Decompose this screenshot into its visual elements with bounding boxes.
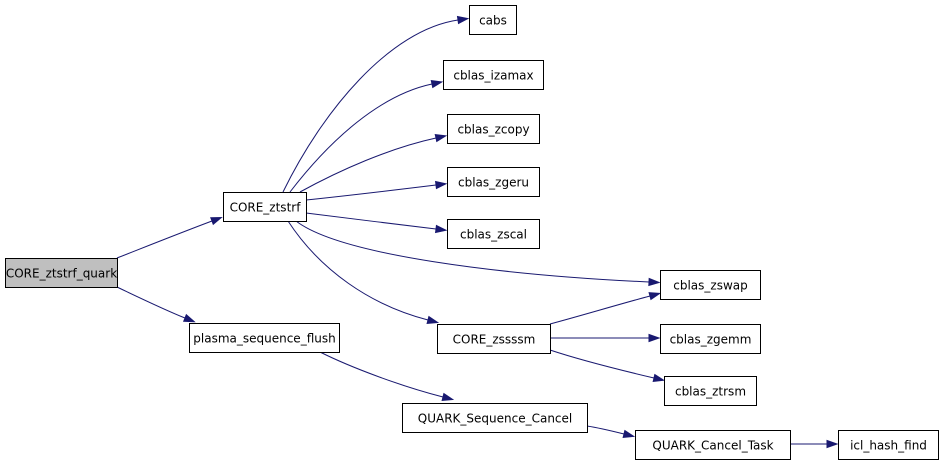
node-cblas-zswap[interactable]: cblas_zswap	[660, 270, 761, 300]
arrowhead-icon	[652, 373, 666, 382]
node-plasma-sequence-flush[interactable]: plasma_sequence_flush	[189, 323, 340, 353]
node-label: CORE_ztstrf_quark	[6, 267, 117, 281]
arrowhead-icon	[430, 79, 444, 89]
node-label: icl_hash_find	[850, 439, 927, 453]
edge-core_ztstrf-to-cblas_zcopy	[299, 133, 448, 193]
node-cblas-izamax[interactable]: cblas_izamax	[443, 60, 544, 90]
node-core-ztstrf-quark[interactable]: CORE_ztstrf_quark	[5, 258, 118, 288]
node-label: cblas_zscal	[460, 228, 527, 242]
node-box[interactable]	[660, 270, 761, 300]
node-label: plasma_sequence_flush	[193, 332, 335, 346]
node-box[interactable]	[664, 376, 757, 406]
edge-line	[299, 137, 437, 193]
edge-line	[287, 220, 429, 321]
edge-core_zssssm-to-cblas_zswap	[549, 292, 662, 325]
node-cblas-ztrsm[interactable]: cblas_ztrsm	[664, 376, 757, 406]
node-core-ztstrf[interactable]: CORE_ztstrf	[223, 192, 307, 222]
node-box[interactable]	[402, 403, 588, 433]
edge-quark_cancel_task-to-icl_hash_find	[790, 439, 839, 449]
node-box[interactable]	[635, 430, 791, 460]
arrowhead-icon	[426, 315, 440, 324]
node-box[interactable]	[660, 324, 761, 354]
edge-plasma_sequence_flush-to-quark_sequence_cancel	[319, 351, 455, 401]
node-label: CORE_ztstrf	[230, 201, 302, 215]
node-box[interactable]	[447, 114, 540, 144]
node-cblas-zcopy[interactable]: cblas_zcopy	[447, 114, 540, 144]
arrowhead-icon	[648, 277, 661, 287]
edge-core_zssssm-to-cblas_ztrsm	[549, 349, 666, 382]
edge-line	[586, 425, 625, 435]
edge-line	[295, 220, 650, 283]
node-box[interactable]	[223, 192, 307, 222]
edge-line	[549, 349, 655, 379]
edge-core_ztstrf-to-cabs	[282, 15, 470, 193]
edge-core_ztstrf_quark-to-plasma_sequence_flush	[116, 286, 196, 323]
node-box[interactable]	[447, 219, 540, 249]
arrowhead-icon	[622, 429, 636, 438]
edges-layer	[116, 15, 839, 449]
arrowhead-icon	[210, 216, 223, 226]
edge-quark_sequence_cancel-to-quark_cancel_task	[586, 425, 636, 438]
arrowhead-icon	[648, 292, 662, 301]
node-box[interactable]	[189, 323, 340, 353]
arrowhead-icon	[434, 133, 448, 143]
arrowhead-icon	[826, 439, 839, 449]
node-label: cabs	[479, 14, 507, 28]
node-box[interactable]	[447, 167, 540, 197]
node-quark-cancel-task[interactable]: QUARK_Cancel_Task	[635, 430, 791, 460]
node-label: cblas_zcopy	[457, 123, 529, 137]
node-label: QUARK_Sequence_Cancel	[418, 412, 573, 426]
arrowhead-icon	[434, 224, 448, 234]
node-box[interactable]	[469, 5, 517, 35]
arrowhead-icon	[182, 313, 196, 323]
edge-line	[319, 351, 444, 398]
node-label: cblas_izamax	[453, 69, 533, 83]
node-label: cblas_zgeru	[458, 176, 529, 190]
node-box[interactable]	[838, 430, 939, 460]
node-icl-hash-find[interactable]: icl_hash_find	[838, 430, 939, 460]
node-box[interactable]	[437, 324, 551, 354]
edge-core_ztstrf_quark-to-core_ztstrf	[116, 216, 223, 259]
node-cblas-zscal[interactable]: cblas_zscal	[447, 219, 540, 249]
edge-core_ztstrf-to-cblas_zscal	[305, 212, 448, 234]
arrowhead-icon	[648, 333, 661, 343]
edge-line	[116, 220, 213, 259]
edge-line	[282, 19, 459, 193]
edge-line	[305, 212, 437, 230]
edge-core_ztstrf-to-cblas_izamax	[289, 79, 444, 193]
node-cabs[interactable]: cabs	[469, 5, 517, 35]
node-box[interactable]	[5, 258, 118, 288]
edge-line	[549, 295, 651, 325]
node-cblas-zgeru[interactable]: cblas_zgeru	[447, 167, 540, 197]
node-label: cblas_ztrsm	[675, 385, 746, 399]
edge-core_zssssm-to-cblas_zgemm	[549, 333, 661, 343]
arrowhead-icon	[456, 15, 470, 25]
edge-core_ztstrf-to-cblas_zgeru	[305, 180, 448, 201]
node-label: CORE_zssssm	[453, 333, 536, 347]
edge-line	[289, 83, 433, 193]
node-label: QUARK_Cancel_Task	[652, 439, 773, 453]
arrowhead-icon	[434, 180, 448, 190]
edge-core_ztstrf-to-core_zssssm	[287, 220, 440, 324]
edge-core_ztstrf-to-cblas_zswap	[295, 220, 661, 287]
node-cblas-zgemm[interactable]: cblas_zgemm	[660, 324, 761, 354]
node-quark-sequence-cancel[interactable]: QUARK_Sequence_Cancel	[402, 403, 588, 433]
arrowhead-icon	[441, 392, 455, 401]
node-label: cblas_zgemm	[670, 333, 752, 347]
node-core-zssssm[interactable]: CORE_zssssm	[437, 324, 551, 354]
node-box[interactable]	[443, 60, 544, 90]
edge-line	[305, 184, 437, 201]
node-label: cblas_zswap	[673, 279, 748, 293]
edge-line	[116, 286, 186, 319]
nodes-layer: CORE_ztstrf_quark CORE_ztstrf plasma_seque…	[5, 5, 939, 460]
